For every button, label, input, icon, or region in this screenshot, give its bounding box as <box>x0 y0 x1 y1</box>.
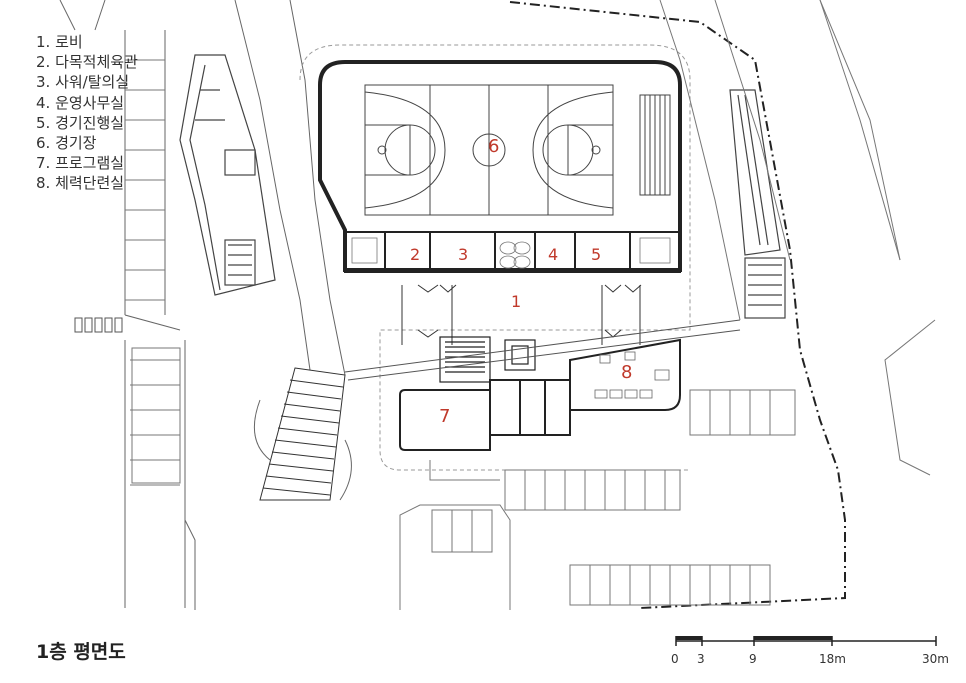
left-stand <box>179 54 276 296</box>
room-label-operations: 5 <box>591 245 602 264</box>
room-label-fitness: 8 <box>621 362 633 383</box>
left-parking <box>59 0 186 608</box>
legend-item: 1. 로비 <box>36 33 83 51</box>
legend-item: 7. 프로그램실 <box>36 154 125 173</box>
legend-item: 2. 다목적체육관 <box>36 53 138 72</box>
entrance-ramp <box>259 367 346 501</box>
right-stand <box>729 89 786 319</box>
scale-tick-label: 0 <box>671 652 679 666</box>
access-road <box>184 0 352 610</box>
right-road <box>659 0 936 476</box>
legend-item: 5. 경기진행실 <box>36 113 125 132</box>
room-label-gym-multipurpose: 2 <box>410 245 421 264</box>
room-details <box>351 237 671 269</box>
room-label-program: 7 <box>439 406 451 427</box>
gym-bleachers <box>639 94 671 196</box>
legend-item: 4. 운영사무실 <box>36 93 125 112</box>
crosswalk <box>74 317 123 333</box>
fitness-equipment <box>594 351 670 399</box>
left-parking-stalls <box>125 59 181 486</box>
room-label-lobby: 1 <box>511 292 522 311</box>
gym-room-row <box>344 231 681 273</box>
lower-parking <box>399 389 796 610</box>
court <box>364 84 614 216</box>
scale-tick-label: 3 <box>697 652 705 666</box>
legend-item: 3. 사워/탈의실 <box>36 73 130 92</box>
building-outline-dashed <box>299 44 691 471</box>
scale-tick-label: 30m <box>922 652 949 666</box>
room-label-court: 6 <box>488 136 500 157</box>
scale-bar <box>675 636 937 646</box>
scale-tick-label: 9 <box>749 652 757 666</box>
lower-wing <box>399 338 681 451</box>
legend-item: 8. 체력단련실 <box>36 174 125 193</box>
legend: 1. 로비 2. 다목적체육관 3. 사워/탈의실 4. 운영사무실 5. 경기… <box>36 32 138 194</box>
gym-hall <box>318 60 682 272</box>
central-stair <box>439 336 536 383</box>
room-label-shower: 3 <box>458 245 469 264</box>
legend-item: 6. 경기장 <box>36 134 97 153</box>
room-label-office: 4 <box>548 245 559 264</box>
lobby-columns <box>401 284 642 345</box>
page-title: 1층 평면도 <box>36 641 126 663</box>
corridor <box>344 319 741 381</box>
scale-tick-label: 18m <box>819 652 846 666</box>
site-boundary <box>509 1 846 609</box>
